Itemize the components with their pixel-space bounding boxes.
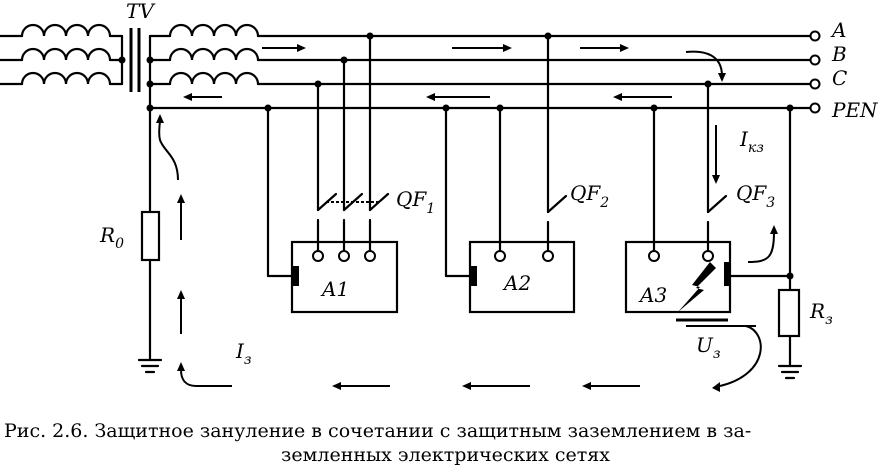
transformer-primary bbox=[0, 23, 126, 86]
phase-c-label: C bbox=[832, 66, 847, 90]
pen-label: PEN bbox=[831, 98, 879, 122]
phase-b-label: B bbox=[831, 42, 847, 66]
r0-resistor bbox=[140, 210, 161, 262]
bus-current-arrows bbox=[183, 44, 672, 101]
equipment-a3 bbox=[624, 80, 792, 322]
transformer-label: TV bbox=[126, 0, 156, 23]
r0-label: R0 bbox=[99, 223, 124, 252]
qf3-label: QF3 bbox=[736, 181, 775, 211]
neutral-earthing bbox=[137, 106, 179, 374]
rz-resistor bbox=[777, 288, 801, 338]
ikz-label: Iкз bbox=[739, 127, 764, 156]
equipment-a1 bbox=[264, 32, 399, 314]
a3-leakage-arrow bbox=[747, 225, 778, 263]
ikz-arrow bbox=[712, 125, 720, 184]
bus-lines bbox=[148, 30, 821, 114]
caption-line-2: земленных электрических сетях bbox=[281, 444, 610, 466]
circuit-diagram: TV A B C PEN R0 bbox=[0, 0, 879, 392]
caption-line-1: Рис. 2.6. Защитное зануление в сочетании… bbox=[4, 420, 752, 442]
phase-a-label: A bbox=[830, 18, 846, 42]
iz-label: Iз bbox=[235, 339, 252, 368]
ground-current-arrows bbox=[177, 362, 640, 390]
fault-lightning-icon bbox=[678, 262, 716, 312]
a2-label: A2 bbox=[502, 271, 531, 295]
equipment-a2 bbox=[442, 32, 576, 314]
qf1-label: QF1 bbox=[396, 187, 435, 217]
ground-return-arrows bbox=[177, 194, 185, 334]
transformer-secondary bbox=[146, 23, 260, 112]
protective-earthing bbox=[777, 104, 803, 380]
a3-label: A3 bbox=[638, 283, 667, 307]
rz-label: Rз bbox=[809, 299, 833, 328]
fault-current-arrow bbox=[685, 50, 726, 82]
a1-label: A1 bbox=[320, 277, 349, 301]
uz-marker bbox=[686, 325, 762, 392]
qf2-label: QF2 bbox=[570, 181, 609, 211]
uz-label: Uз bbox=[696, 333, 721, 362]
transformer-core bbox=[129, 28, 141, 92]
